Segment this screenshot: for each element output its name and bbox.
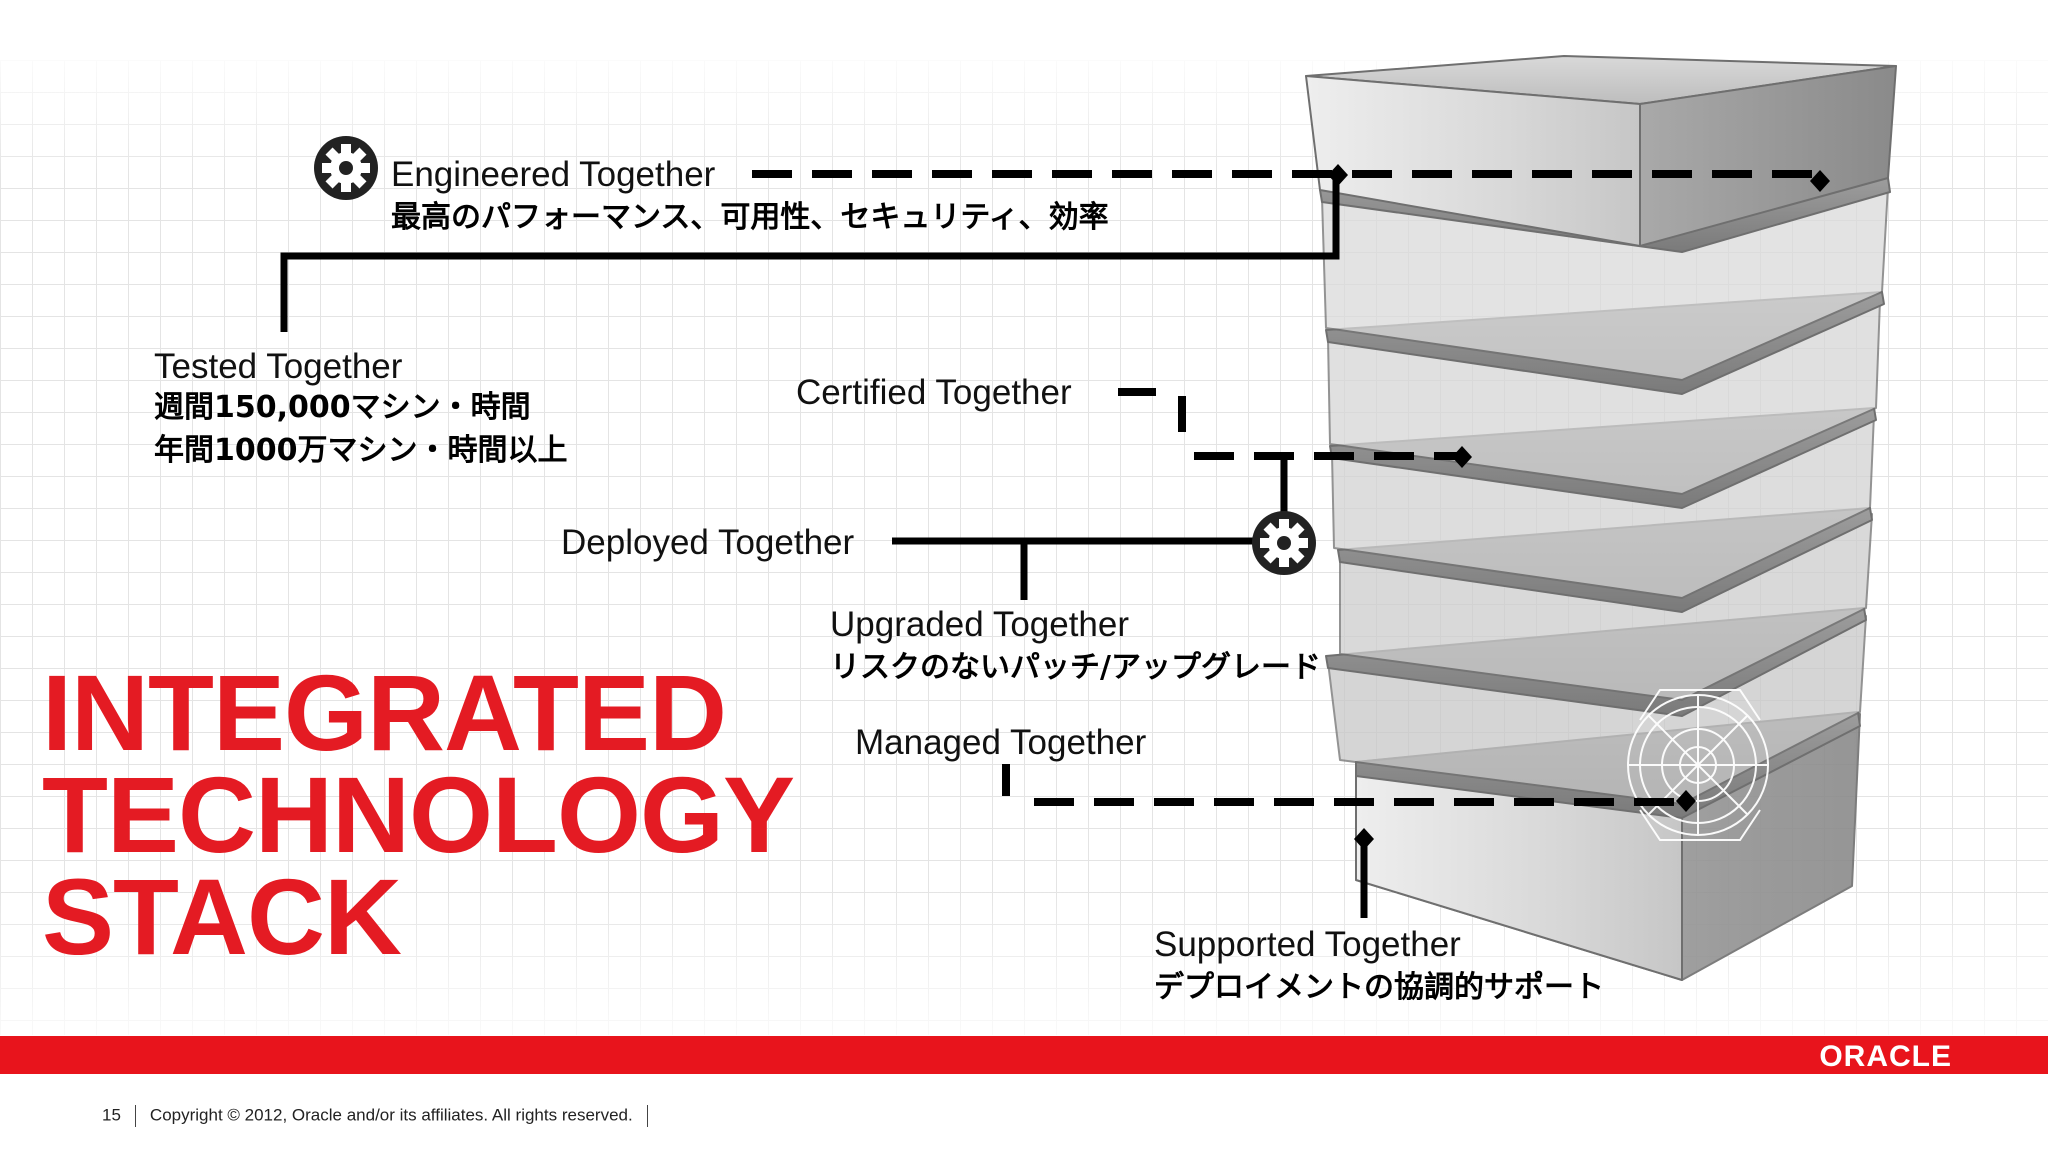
stack-top-side	[1639, 65, 1897, 247]
label-upgraded: Upgraded Together	[830, 605, 1130, 644]
gear-wireframe-icon	[1627, 689, 1769, 841]
label-managed: Managed Together	[855, 723, 1147, 762]
diamond-managed	[1676, 790, 1696, 812]
oracle-logo: ORACLE	[1819, 1040, 1952, 1073]
gear-icon-middle	[1252, 511, 1316, 575]
label-tested: Tested Together	[154, 347, 403, 386]
sub-tested-1: 週間150,000マシン・時間	[154, 390, 531, 425]
footer: 15 Copyright © 2012, Oracle and/or its af…	[102, 1105, 662, 1127]
diamond-markers	[1328, 164, 1830, 850]
page-number: 15	[102, 1105, 121, 1125]
diamond-certified	[1452, 446, 1472, 468]
footer-divider	[134, 1105, 136, 1127]
server-stack	[1305, 55, 1897, 981]
diamond-engineered-end	[1810, 170, 1830, 192]
sub-upgraded: リスクのないパッチ/アップグレード	[830, 650, 1321, 685]
label-certified: Certified Together	[796, 373, 1072, 412]
sub-supported: デプロイメントの協調的サポート	[1154, 970, 1604, 1005]
sub-engineered: 最高のパフォーマンス、可用性、セキュリティ、効率	[391, 200, 1109, 235]
label-supported: Supported Together	[1154, 925, 1461, 964]
footer-divider-end	[646, 1105, 648, 1127]
diamond-supported	[1354, 828, 1374, 850]
headline: INTEGRATED TECHNOLOGY STACK	[42, 652, 795, 977]
connector-lines	[280, 174, 1368, 918]
sub-tested-2: 年間1000万マシン・時間以上	[154, 433, 568, 468]
headline-line-2: TECHNOLOGY	[42, 754, 795, 875]
headline-line-3: STACK	[42, 856, 402, 977]
label-engineered: Engineered Together	[391, 155, 716, 194]
dashed-lines	[752, 170, 1820, 806]
copyright-text: Copyright © 2012, Oracle and/or its affi…	[149, 1105, 633, 1125]
diamond-engineered-start	[1328, 164, 1348, 186]
headline-line-1: INTEGRATED	[42, 652, 727, 773]
brand-bar	[0, 1036, 2048, 1074]
connector-tested	[280, 174, 1340, 332]
gear-icon	[314, 136, 378, 200]
label-deployed: Deployed Together	[561, 523, 855, 562]
